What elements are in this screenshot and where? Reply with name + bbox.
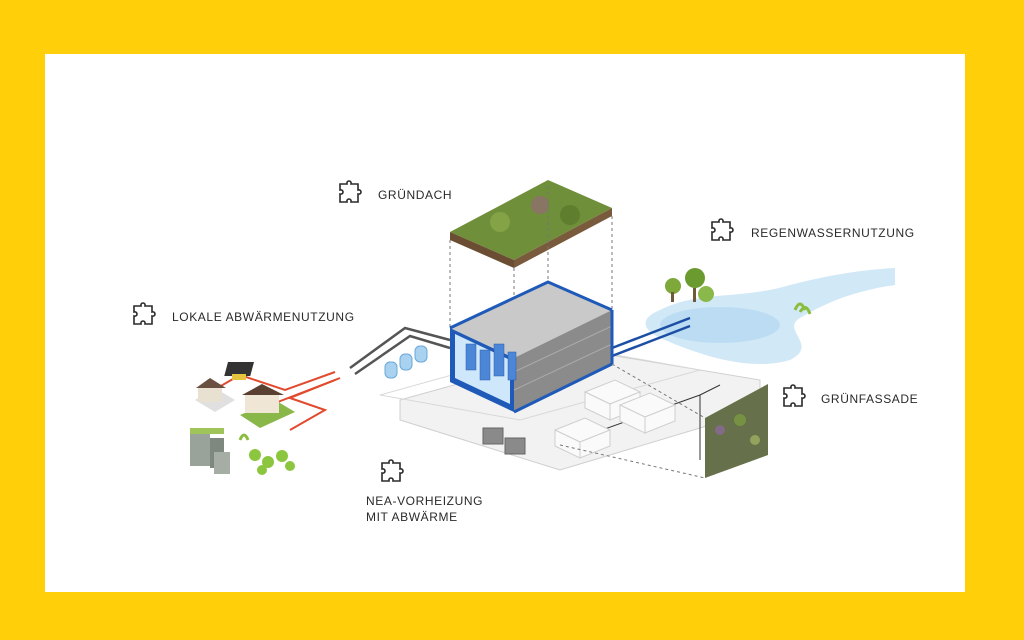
roof-guides — [449, 186, 613, 360]
puzzle-piece-icon — [378, 455, 410, 487]
pipes-heat — [204, 371, 341, 431]
pond — [660, 307, 780, 343]
water-tanks — [384, 345, 428, 379]
server-racks — [465, 343, 517, 381]
puzzle-piece-icon — [708, 214, 740, 246]
facade-guides — [559, 363, 706, 479]
green-facade-wall — [705, 384, 768, 478]
puzzle-piece-icon — [336, 176, 368, 208]
puzzle-piece-icon — [130, 298, 162, 330]
label-mit-abwaerme: MIT ABWÄRME — [366, 510, 458, 524]
trees-river — [665, 268, 812, 315]
apartment-blocks — [190, 428, 250, 474]
houses — [195, 374, 295, 428]
pipes-left — [349, 326, 451, 376]
pipes-river — [611, 316, 691, 358]
label-regenwassernutzung: REGENWASSERNUTZUNG — [751, 226, 915, 240]
puzzle-piece-icon — [780, 380, 812, 412]
nea-units — [482, 427, 526, 455]
label-gruenfassade: GRÜNFASSADE — [821, 392, 919, 406]
green-roof — [450, 180, 612, 268]
heat-exchanger — [224, 362, 255, 376]
label-lokale-abwaermenutzung: LOKALE ABWÄRMENUTZUNG — [172, 310, 355, 324]
equipment-boxes — [553, 379, 677, 459]
label-gruendach: GRÜNDACH — [378, 188, 453, 202]
trees-bottom — [249, 449, 295, 475]
label-nea-vorheizung: NEA-VORHEIZUNG — [366, 494, 484, 508]
